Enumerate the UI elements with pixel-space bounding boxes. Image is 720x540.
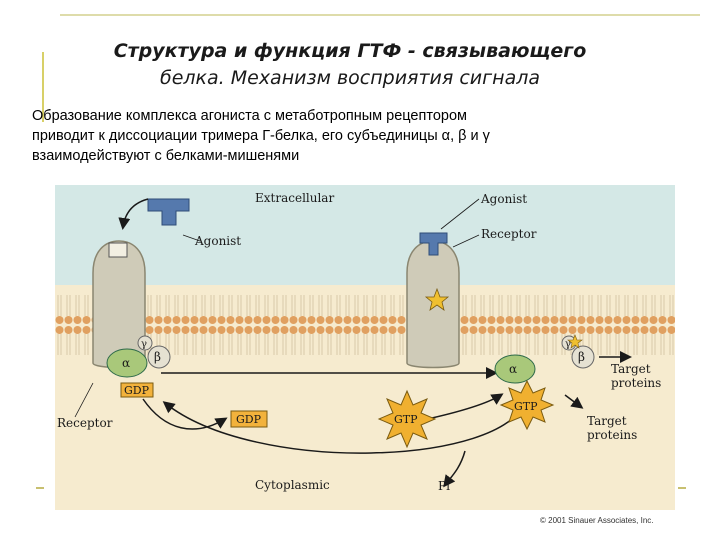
label-alpha-right: α <box>509 362 517 376</box>
receptor-activation-star <box>424 287 450 311</box>
title-line-1: Структура и функция ГТФ - связывающего <box>113 40 587 62</box>
left-dash <box>36 487 44 489</box>
leader-receptor-right <box>452 234 480 248</box>
leader-agonist-left <box>182 234 201 242</box>
label-agonist-right: Agonist <box>480 192 527 206</box>
label-target-proteins-1b: proteins <box>611 376 661 390</box>
g-alpha-left <box>106 348 148 378</box>
g-gamma-left <box>137 335 153 351</box>
label-extracellular: Extracellular <box>255 191 334 205</box>
gtp-bound-star <box>499 379 555 431</box>
agonist-left <box>147 198 190 226</box>
arrow-agonist-binding <box>118 198 149 230</box>
top-rule <box>60 14 700 16</box>
title-line-2: белка. Механизм восприятия сигнала <box>159 67 540 89</box>
label-beta-right: β <box>578 350 585 364</box>
description-line-1: Образование комплекса агониста с метабот… <box>32 108 467 124</box>
leader-receptor-left <box>74 382 94 418</box>
title-accent-bar <box>42 52 44 122</box>
arrow-alpha-target <box>564 394 584 409</box>
label-alpha-left: α <box>122 356 130 370</box>
label-beta-left: β <box>154 350 161 364</box>
label-gamma-right: γ <box>565 339 571 350</box>
gtp-free-star <box>377 389 437 449</box>
label-gtp-free: GTP <box>394 413 418 426</box>
g-alpha-right <box>494 354 536 384</box>
agonist-right <box>419 232 448 256</box>
g-beta-left <box>147 345 171 369</box>
gdp-released-box <box>230 410 268 428</box>
right-dash <box>678 487 686 489</box>
label-target-proteins-1a: Target <box>611 362 651 376</box>
label-receptor-right: Receptor <box>481 227 537 241</box>
gdp-bound-box <box>120 382 154 398</box>
g-protein-diagram: Extracellular Cytoplasmic Agonist α β γ … <box>55 185 675 510</box>
receptor-left-binding-site <box>108 242 128 258</box>
label-target-proteins-2a: Target <box>587 414 627 428</box>
label-gamma-left: γ <box>141 339 147 350</box>
label-target-proteins-2b: proteins <box>587 428 637 442</box>
label-gdp-released: GDP <box>236 413 262 426</box>
copyright: © 2001 Sinauer Associates, Inc. <box>540 516 654 525</box>
label-agonist-left: Agonist <box>194 234 241 248</box>
label-receptor-left: Receptor <box>57 416 113 430</box>
description: Образование комплекса агониста с метабот… <box>32 106 632 166</box>
label-gdp-bound: GDP <box>124 384 150 397</box>
arrow-gtp-hydrolysis <box>162 400 526 454</box>
beta-gamma-star <box>567 334 583 349</box>
leader-agonist-right <box>440 198 480 230</box>
arrow-gdp-release <box>142 398 228 430</box>
label-pi: Pi <box>438 479 450 493</box>
g-beta-right <box>571 345 595 369</box>
description-line-2: приводит к диссоциации тримера Г-белка, … <box>32 128 490 144</box>
label-cytoplasmic: Cytoplasmic <box>255 478 330 492</box>
receptor-left <box>92 240 146 369</box>
arrow-pi-release <box>443 450 466 488</box>
slide-title: Структура и функция ГТФ - связывающего б… <box>42 38 630 122</box>
description-line-3: взаимодействуют с белками-мишенями <box>32 148 300 164</box>
label-gtp-bound: GTP <box>514 400 538 413</box>
